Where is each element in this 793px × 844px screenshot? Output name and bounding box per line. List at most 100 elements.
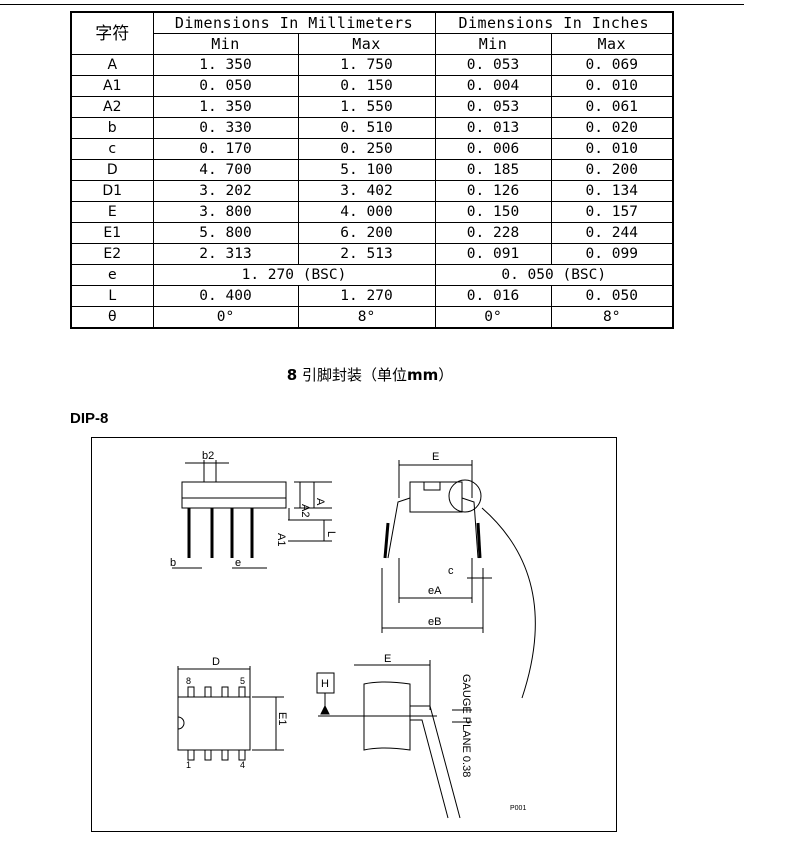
mm-min-header: Min <box>152 33 299 55</box>
mm-max-cell: 5. 100 <box>297 159 436 181</box>
symbol-cell: b <box>70 117 154 139</box>
label-e1: E1 <box>276 712 288 725</box>
in-min-cell: 0. 150 <box>434 201 552 223</box>
label-d: D <box>212 656 220 668</box>
mm-min-cell: 3. 202 <box>152 180 299 202</box>
mm-max-cell: 0. 150 <box>297 75 436 97</box>
in-min-cell: 0. 004 <box>434 75 552 97</box>
in-min-cell: 0. 053 <box>434 96 552 118</box>
mm-max-cell: 1. 270 <box>297 285 436 307</box>
in-min-cell: 0. 185 <box>434 159 552 181</box>
mm-min-cell: 4. 700 <box>152 159 299 181</box>
symbol-cell: E2 <box>70 243 154 265</box>
table-row: L 0. 400 1. 270 0. 016 0. 050 <box>70 285 674 307</box>
in-max-cell: 0. 244 <box>550 222 674 244</box>
symbol-header: 字符 <box>70 11 154 55</box>
label-e-top: E <box>432 451 439 463</box>
label-pin4: 4 <box>240 760 245 770</box>
label-l: L <box>325 531 337 537</box>
table-row: θ 0° 8° 0° 8° <box>70 306 674 329</box>
label-e: e <box>235 557 241 569</box>
mm-max-cell: 1. 750 <box>297 54 436 76</box>
mm-min-cell: 1. 350 <box>152 96 299 118</box>
mm-max-cell: 4. 000 <box>297 201 436 223</box>
in-max-cell: 0. 010 <box>550 75 674 97</box>
table-subheader-row: Min Max Min Max <box>71 33 674 55</box>
caption-unit: mm <box>406 366 439 384</box>
in-max-cell: 8° <box>550 306 674 329</box>
in-max-cell: 0. 157 <box>550 201 674 223</box>
caption-number: 8 <box>286 366 298 384</box>
label-b: b <box>170 557 176 569</box>
label-eb: eB <box>428 616 441 628</box>
symbol-cell: A <box>70 54 154 76</box>
mm-max-cell: 3. 402 <box>297 180 436 202</box>
mm-min-cell: 0. 050 <box>152 75 299 97</box>
in-min-cell: 0. 228 <box>434 222 552 244</box>
symbol-cell: A1 <box>70 75 154 97</box>
symbol-cell: D <box>70 159 154 181</box>
caption-text: 引脚封装（单位 <box>297 366 407 384</box>
in-max-cell: 0. 010 <box>550 138 674 160</box>
mm-min-cell: 2. 313 <box>152 243 299 265</box>
mm-header: Dimensions In Millimeters <box>152 11 436 34</box>
in-min-cell: 0° <box>434 306 552 329</box>
in-max-header: Max <box>550 33 674 55</box>
end-view <box>381 460 536 699</box>
label-drawing-code: P001 <box>510 805 526 812</box>
symbol-cell: c <box>70 138 154 160</box>
in-max-cell: 0. 134 <box>550 180 674 202</box>
symbol-cell: E1 <box>70 222 154 244</box>
table-caption: 8 引脚封装（单位mm） <box>0 364 740 385</box>
symbol-cell: A2 <box>70 96 154 118</box>
side-view <box>316 660 472 819</box>
label-a: A <box>314 498 326 506</box>
table-header-row: 字符 Dimensions In Millimeters Dimensions … <box>70 11 674 55</box>
label-a1: A1 <box>275 533 287 546</box>
label-e-side: E <box>384 653 391 665</box>
label-pin1: 1 <box>186 760 191 770</box>
label-pin8: 8 <box>186 676 191 686</box>
in-max-cell: 0. 020 <box>550 117 674 139</box>
mm-max-header: Max <box>297 33 436 55</box>
label-h: H <box>321 678 329 690</box>
in-min-cell: 0. 013 <box>434 117 552 139</box>
mm-max-cell: 0. 510 <box>297 117 436 139</box>
label-pin5: 5 <box>240 676 245 686</box>
symbol-cell: e <box>70 264 154 286</box>
symbol-cell: D1 <box>70 180 154 202</box>
in-min-cell: 0. 006 <box>434 138 552 160</box>
in-max-cell: 0. 099 <box>550 243 674 265</box>
label-b2: b2 <box>202 450 214 462</box>
label-gauge-plane: GAUGE PLANE 0.38 <box>460 674 472 777</box>
in-max-cell: 0. 050 <box>550 285 674 307</box>
mm-min-cell: 3. 800 <box>152 201 299 223</box>
label-a2: A2 <box>299 504 311 517</box>
mm-max-cell: 6. 200 <box>297 222 436 244</box>
in-max-cell: 0. 061 <box>550 96 674 118</box>
top-rule <box>0 4 744 5</box>
dimension-table: 字符 Dimensions In Millimeters Dimensions … <box>70 11 674 329</box>
in-max-cell: 0. 069 <box>550 54 674 76</box>
mm-min-cell: 0. 170 <box>152 138 299 160</box>
in-min-cell: 0. 016 <box>434 285 552 307</box>
symbol-cell: L <box>70 285 154 307</box>
in-max-cell: 0. 200 <box>550 159 674 181</box>
top-view <box>177 666 284 761</box>
table-row: e 1. 270 (BSC) 0. 050 (BSC) <box>70 264 674 286</box>
mm-max-cell: 8° <box>297 306 436 329</box>
mm-min-cell: 0. 330 <box>152 117 299 139</box>
front-view <box>172 460 332 569</box>
in-min-header: Min <box>434 33 552 55</box>
in-min-cell: 0. 126 <box>434 180 552 202</box>
symbol-cell: θ <box>70 306 154 329</box>
mm-max-cell: 0. 250 <box>297 138 436 160</box>
mm-min-cell: 1. 350 <box>152 54 299 76</box>
